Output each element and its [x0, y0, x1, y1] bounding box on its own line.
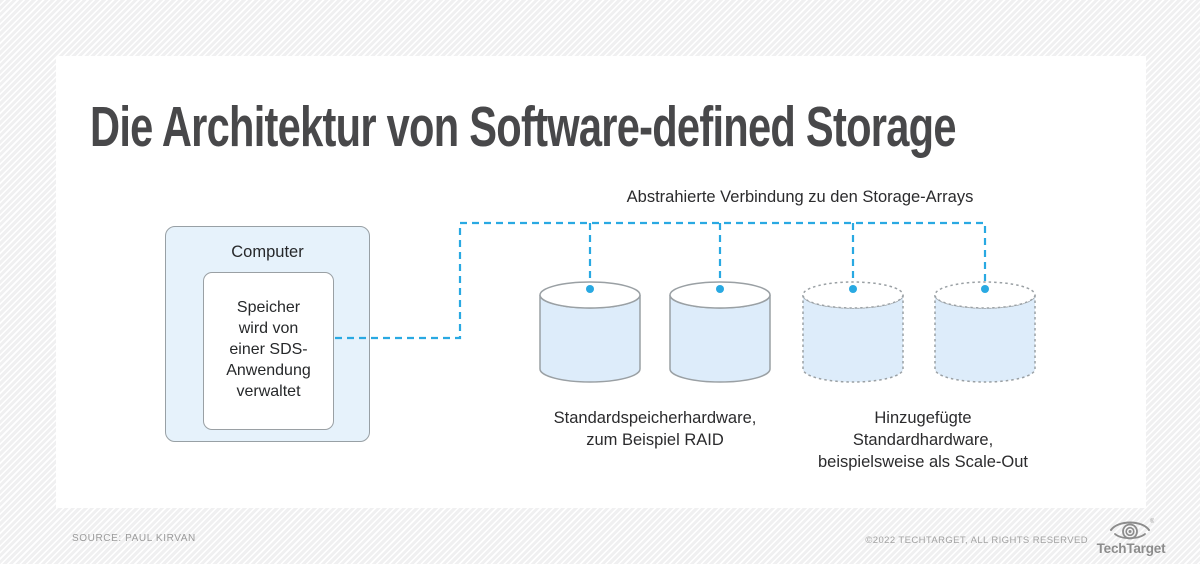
- caption-standard-hardware: Standardspeicherhardware, zum Beispiel R…: [553, 409, 757, 449]
- sds-application-box: [203, 272, 334, 430]
- copyright-notice: ©2022 TECHTARGET, ALL RIGHTS RESERVED: [865, 535, 1088, 546]
- abstracted-connection-label: Abstrahierte Verbindung zu den Storage-A…: [626, 188, 974, 206]
- caption-added-hardware: Hinzugefügte Standardhardware, beispiels…: [817, 409, 1028, 471]
- page-title: Die Architektur von Software-defined Sto…: [90, 95, 956, 159]
- source-credit: SOURCE: PAUL KIRVAN: [72, 533, 196, 544]
- eye-icon: ®: [1110, 518, 1154, 540]
- techtarget-logo: ® TechTarget: [1094, 516, 1168, 556]
- brand-wordmark: TechTarget: [1096, 541, 1166, 556]
- registered-mark: ®: [1150, 518, 1154, 525]
- sds-application-text: Speicher wird von einer SDS- Anwendung v…: [226, 299, 311, 400]
- computer-label: Computer: [231, 243, 304, 261]
